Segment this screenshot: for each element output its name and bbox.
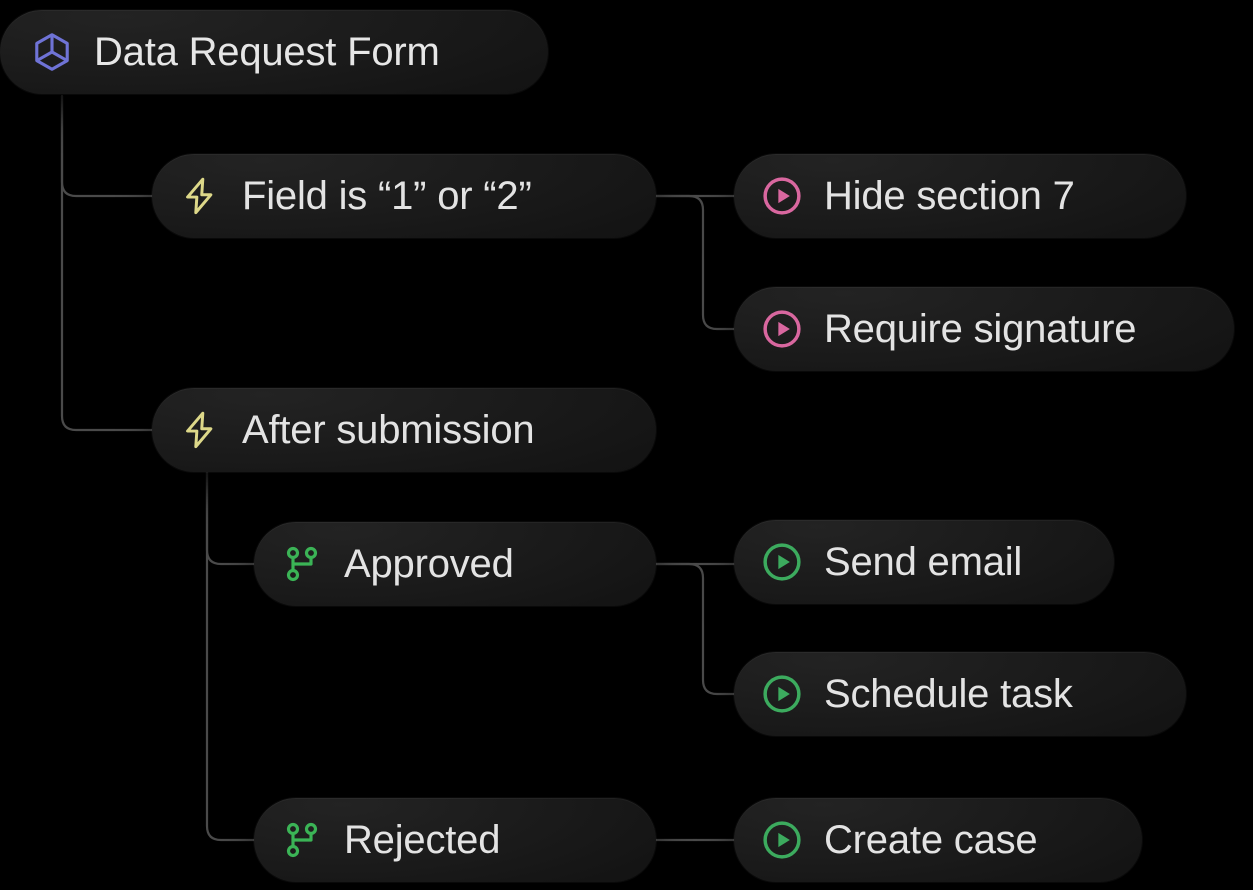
node-root-form[interactable]: Data Request Form <box>0 10 548 94</box>
node-label: Data Request Form <box>94 30 440 74</box>
node-branch-approved[interactable]: Approved <box>254 522 656 606</box>
bolt-icon <box>178 174 222 218</box>
connector-condition-2-to-branch-2 <box>205 470 256 842</box>
node-action-hide-section-7[interactable]: Hide section 7 <box>734 154 1186 238</box>
play-circle-green-icon <box>760 540 804 584</box>
node-action-require-signature[interactable]: Require signature <box>734 287 1234 371</box>
node-label: Hide section 7 <box>824 174 1075 218</box>
node-branch-rejected[interactable]: Rejected <box>254 798 656 882</box>
node-label: Send email <box>824 540 1023 584</box>
node-label: Rejected <box>344 818 501 862</box>
node-action-schedule-task[interactable]: Schedule task <box>734 652 1186 736</box>
node-label: After submission <box>242 408 535 452</box>
connector-root-to-condition-2 <box>60 94 154 432</box>
node-action-create-case[interactable]: Create case <box>734 798 1142 882</box>
bolt-icon <box>178 408 222 452</box>
git-branch-icon <box>280 818 324 862</box>
connector-root-to-condition-1 <box>60 94 154 198</box>
node-label: Require signature <box>824 307 1137 351</box>
node-label: Create case <box>824 818 1038 862</box>
node-condition-field-is-1-or-2[interactable]: Field is “1” or “2” <box>152 154 656 238</box>
node-action-send-email[interactable]: Send email <box>734 520 1114 604</box>
play-circle-pink-icon <box>760 174 804 218</box>
cube-icon <box>30 30 74 74</box>
node-condition-after-submission[interactable]: After submission <box>152 388 656 472</box>
play-circle-green-icon <box>760 672 804 716</box>
node-label: Approved <box>344 542 514 586</box>
node-label: Schedule task <box>824 672 1073 716</box>
git-branch-icon <box>280 542 324 586</box>
play-circle-pink-icon <box>760 307 804 351</box>
node-label: Field is “1” or “2” <box>242 174 532 218</box>
connector-condition-2-to-branch-1 <box>205 470 256 566</box>
play-circle-green-icon <box>760 818 804 862</box>
connector-condition-1-to-action-2 <box>654 194 736 331</box>
connector-branch-1-to-action-4 <box>654 562 736 696</box>
